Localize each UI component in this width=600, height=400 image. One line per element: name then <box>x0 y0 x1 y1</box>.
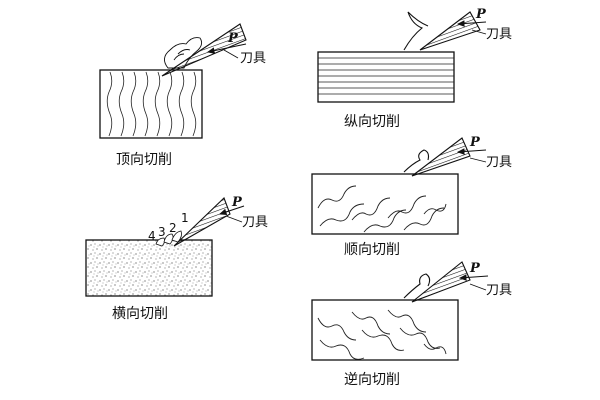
longitudinal-caption: 纵向切削 <box>344 114 400 130</box>
with-grain-cutting-tool <box>411 137 471 177</box>
panel-transverse-cutting: 4 3 2 1 P 刀具 横向切削 <box>85 195 268 322</box>
longitudinal-tool-label: 刀具 <box>486 27 512 42</box>
with-grain-wood-grain <box>317 185 447 233</box>
transverse-cutting-tool <box>173 197 231 247</box>
against-grain-chip <box>403 273 431 299</box>
with-grain-wood-block <box>311 173 459 235</box>
longitudinal-cutting-tool <box>419 11 481 51</box>
longitudinal-tool-leader <box>471 29 487 35</box>
with-grain-tool-leader <box>469 157 487 163</box>
with-grain-force-label: P <box>469 135 481 150</box>
transverse-chip-number-2: 2 <box>169 221 177 235</box>
against-grain-cutting-tool <box>411 261 471 303</box>
longitudinal-force-arrow <box>456 20 487 27</box>
against-grain-tool-label: 刀具 <box>486 283 512 298</box>
end-wood-block <box>99 69 203 139</box>
end-chip <box>164 37 203 69</box>
end-force-label: P <box>227 31 239 46</box>
with-grain-tool-label: 刀具 <box>486 155 512 170</box>
against-grain-force-label: P <box>469 261 481 276</box>
against-grain-caption: 逆向切削 <box>344 372 400 388</box>
transverse-tool-label: 刀具 <box>242 215 268 230</box>
transverse-chip-number-1: 1 <box>181 211 189 225</box>
panel-with-grain-cutting: P 刀具 顺向切削 <box>311 135 512 258</box>
panel-against-grain-cutting: P 刀具 逆向切削 <box>311 261 512 388</box>
against-grain-tool-leader <box>469 283 487 291</box>
panel-end-cutting: P 刀具 顶向切削 <box>99 23 266 168</box>
with-grain-chip <box>403 149 430 173</box>
end-caption: 顶向切削 <box>116 152 172 168</box>
with-grain-force-arrow <box>456 148 487 155</box>
longitudinal-chip <box>403 11 429 51</box>
transverse-chips <box>155 230 182 247</box>
longitudinal-force-label: P <box>475 7 487 22</box>
end-tool-label: 刀具 <box>240 51 266 66</box>
against-grain-force-arrow <box>458 274 489 281</box>
against-grain-wood-grain <box>317 309 447 360</box>
against-grain-wood-block <box>311 299 459 361</box>
transverse-wood-block <box>85 239 213 297</box>
transverse-chip-number-3: 3 <box>158 225 166 239</box>
transverse-caption: 横向切削 <box>112 306 168 322</box>
end-force-arrow <box>206 43 247 54</box>
longitudinal-wood-block <box>317 51 455 103</box>
end-cutting-tool <box>161 23 247 77</box>
transverse-force-arrow <box>218 205 245 216</box>
panel-longitudinal-cutting: P 刀具 纵向切削 <box>317 7 512 130</box>
transverse-chip-number-4: 4 <box>148 229 156 243</box>
transverse-force-label: P <box>231 195 243 210</box>
end-tool-leader <box>223 49 239 59</box>
end-wood-grain <box>106 71 197 137</box>
transverse-tool-leader <box>225 215 243 223</box>
with-grain-caption: 顺向切削 <box>344 242 400 258</box>
longitudinal-wood-grain <box>318 57 454 95</box>
